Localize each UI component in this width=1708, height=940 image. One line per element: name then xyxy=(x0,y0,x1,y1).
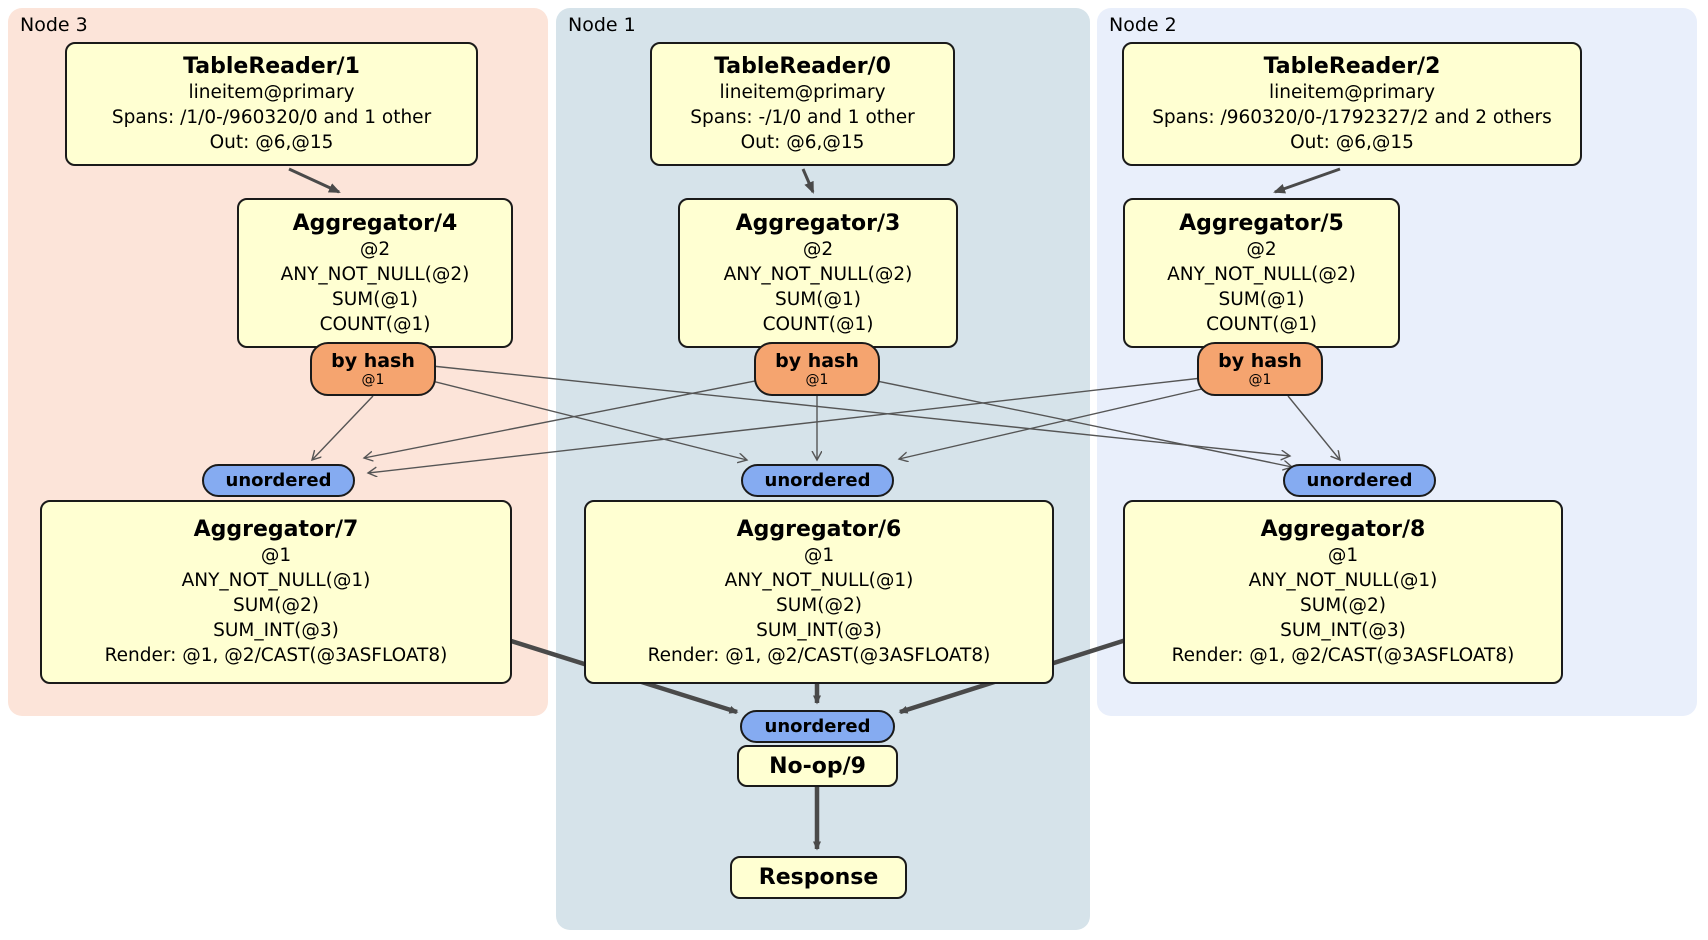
processor-title: TableReader/2 xyxy=(1263,54,1441,79)
processor-title: Aggregator/8 xyxy=(1260,517,1426,542)
router-label: by hash xyxy=(331,350,415,372)
router-key: @1 xyxy=(805,372,829,388)
processor-title: TableReader/1 xyxy=(183,54,360,79)
edge-byhash5-unordered6 xyxy=(899,387,1207,459)
edge-byhash3-unordered7 xyxy=(364,379,761,458)
processor-title: TableReader/0 xyxy=(714,54,891,79)
edge-byhash4-unordered6 xyxy=(427,379,747,460)
router-key: @1 xyxy=(1248,372,1272,388)
processor-detail: SUM_INT(@3) xyxy=(213,620,339,641)
processor-detail: ANY_NOT_NULL(@2) xyxy=(723,263,913,285)
processor-detail: @2 xyxy=(802,238,834,260)
processor-detail: ANY_NOT_NULL(@2) xyxy=(1167,263,1356,285)
processor-response: Response xyxy=(730,856,907,899)
processor-detail: @1 xyxy=(803,545,835,566)
processor-detail: COUNT(@1) xyxy=(762,313,874,335)
router-by-hash-3: by hash @1 xyxy=(754,342,880,396)
processor-detail: Render: @1, @2/CAST(@3ASFLOAT8) xyxy=(104,645,448,666)
edge-byhash5-unordered8 xyxy=(1287,395,1340,460)
edge-byhash3-unordered8 xyxy=(871,379,1292,467)
router-label: by hash xyxy=(1218,350,1302,372)
processor-tablereader-1: TableReader/1 lineitem@primary Spans: /1… xyxy=(65,42,478,166)
stream-label: unordered xyxy=(1306,470,1413,491)
processor-detail: Render: @1, @2/CAST(@3ASFLOAT8) xyxy=(1171,645,1515,666)
processor-aggregator-3: Aggregator/3 @2 ANY_NOT_NULL(@2) SUM(@1)… xyxy=(678,198,958,348)
processor-title: Aggregator/5 xyxy=(1179,210,1344,236)
processor-aggregator-8: Aggregator/8 @1 ANY_NOT_NULL(@1) SUM(@2)… xyxy=(1123,500,1563,684)
processor-detail: @2 xyxy=(359,238,391,260)
processor-aggregator-6: Aggregator/6 @1 ANY_NOT_NULL(@1) SUM(@2)… xyxy=(584,500,1054,684)
edge-byhash4-unordered7 xyxy=(312,395,374,460)
edge-tablereader1-aggregator4 xyxy=(288,167,341,194)
processor-detail: SUM_INT(@3) xyxy=(756,620,882,641)
processor-tablereader-0: TableReader/0 lineitem@primary Spans: -/… xyxy=(650,42,955,166)
processor-detail: SUM(@2) xyxy=(1300,595,1386,616)
processor-detail: ANY_NOT_NULL(@1) xyxy=(181,570,371,591)
processor-detail: lineitem@primary xyxy=(188,82,355,103)
processor-detail: Spans: /960320/0-/1792327/2 and 2 others xyxy=(1152,107,1552,128)
stream-unordered-9: unordered xyxy=(740,710,895,743)
processor-tablereader-2: TableReader/2 lineitem@primary Spans: /9… xyxy=(1122,42,1582,166)
processor-detail: @2 xyxy=(1246,238,1277,260)
processor-detail: Out: @6,@15 xyxy=(1290,132,1414,153)
router-by-hash-4: by hash @1 xyxy=(310,342,436,396)
processor-detail: ANY_NOT_NULL(@1) xyxy=(724,570,914,591)
processor-detail: SUM(@1) xyxy=(775,288,861,310)
processor-detail: @1 xyxy=(260,545,292,566)
stream-label: unordered xyxy=(764,716,871,737)
processor-aggregator-4: Aggregator/4 @2 ANY_NOT_NULL(@2) SUM(@1)… xyxy=(237,198,513,348)
processor-detail: ANY_NOT_NULL(@2) xyxy=(280,263,470,285)
router-by-hash-5: by hash @1 xyxy=(1197,342,1323,396)
processor-noop-9: No-op/9 xyxy=(737,745,898,787)
processor-detail: lineitem@primary xyxy=(1268,82,1436,103)
processor-title: No-op/9 xyxy=(769,753,866,779)
edge-byhash4-unordered8 xyxy=(431,365,1290,456)
tablereader-arrows xyxy=(288,167,1341,194)
processor-aggregator-5: Aggregator/5 @2 ANY_NOT_NULL(@2) SUM(@1)… xyxy=(1123,198,1400,348)
stream-unordered-6: unordered xyxy=(741,464,894,497)
node1-label: Node 1 xyxy=(568,14,636,36)
processor-detail: Out: @6,@15 xyxy=(740,132,865,153)
processor-detail: Spans: -/1/0 and 1 other xyxy=(690,107,915,128)
edge-tablereader2-aggregator5 xyxy=(1273,167,1341,194)
processor-aggregator-7: Aggregator/7 @1 ANY_NOT_NULL(@1) SUM(@2)… xyxy=(40,500,512,684)
processor-detail: Spans: /1/0-/960320/0 and 1 other xyxy=(111,107,432,128)
router-key: @1 xyxy=(361,372,385,388)
processor-detail: ANY_NOT_NULL(@1) xyxy=(1248,570,1438,591)
stream-unordered-8: unordered xyxy=(1283,464,1436,497)
stream-label: unordered xyxy=(764,470,871,491)
processor-title: Aggregator/7 xyxy=(193,517,359,542)
processor-title: Aggregator/6 xyxy=(736,517,902,542)
edge-tablereader0-aggregator3 xyxy=(801,168,815,194)
processor-detail: SUM(@1) xyxy=(332,288,418,310)
router-label: by hash xyxy=(775,350,859,372)
stream-label: unordered xyxy=(225,470,332,491)
processor-detail: COUNT(@1) xyxy=(319,313,431,335)
processor-detail: Render: @1, @2/CAST(@3ASFLOAT8) xyxy=(647,645,991,666)
processor-detail: SUM(@2) xyxy=(776,595,862,616)
stream-unordered-7: unordered xyxy=(202,464,355,497)
processor-title: Aggregator/4 xyxy=(292,210,458,236)
processor-detail: SUM(@2) xyxy=(233,595,319,616)
edge-byhash5-unordered7 xyxy=(368,377,1203,473)
processor-detail: lineitem@primary xyxy=(719,82,886,103)
processor-detail: SUM(@1) xyxy=(1218,288,1305,310)
hash-routing-edges xyxy=(312,365,1340,473)
processor-detail: SUM_INT(@3) xyxy=(1280,620,1406,641)
node2-label: Node 2 xyxy=(1109,14,1177,36)
processor-title: Aggregator/3 xyxy=(735,210,901,236)
processor-detail: COUNT(@1) xyxy=(1206,313,1317,335)
processor-detail: @1 xyxy=(1327,545,1359,566)
node3-label: Node 3 xyxy=(20,14,88,36)
processor-detail: Out: @6,@15 xyxy=(209,132,334,153)
processor-title: Response xyxy=(758,865,879,890)
